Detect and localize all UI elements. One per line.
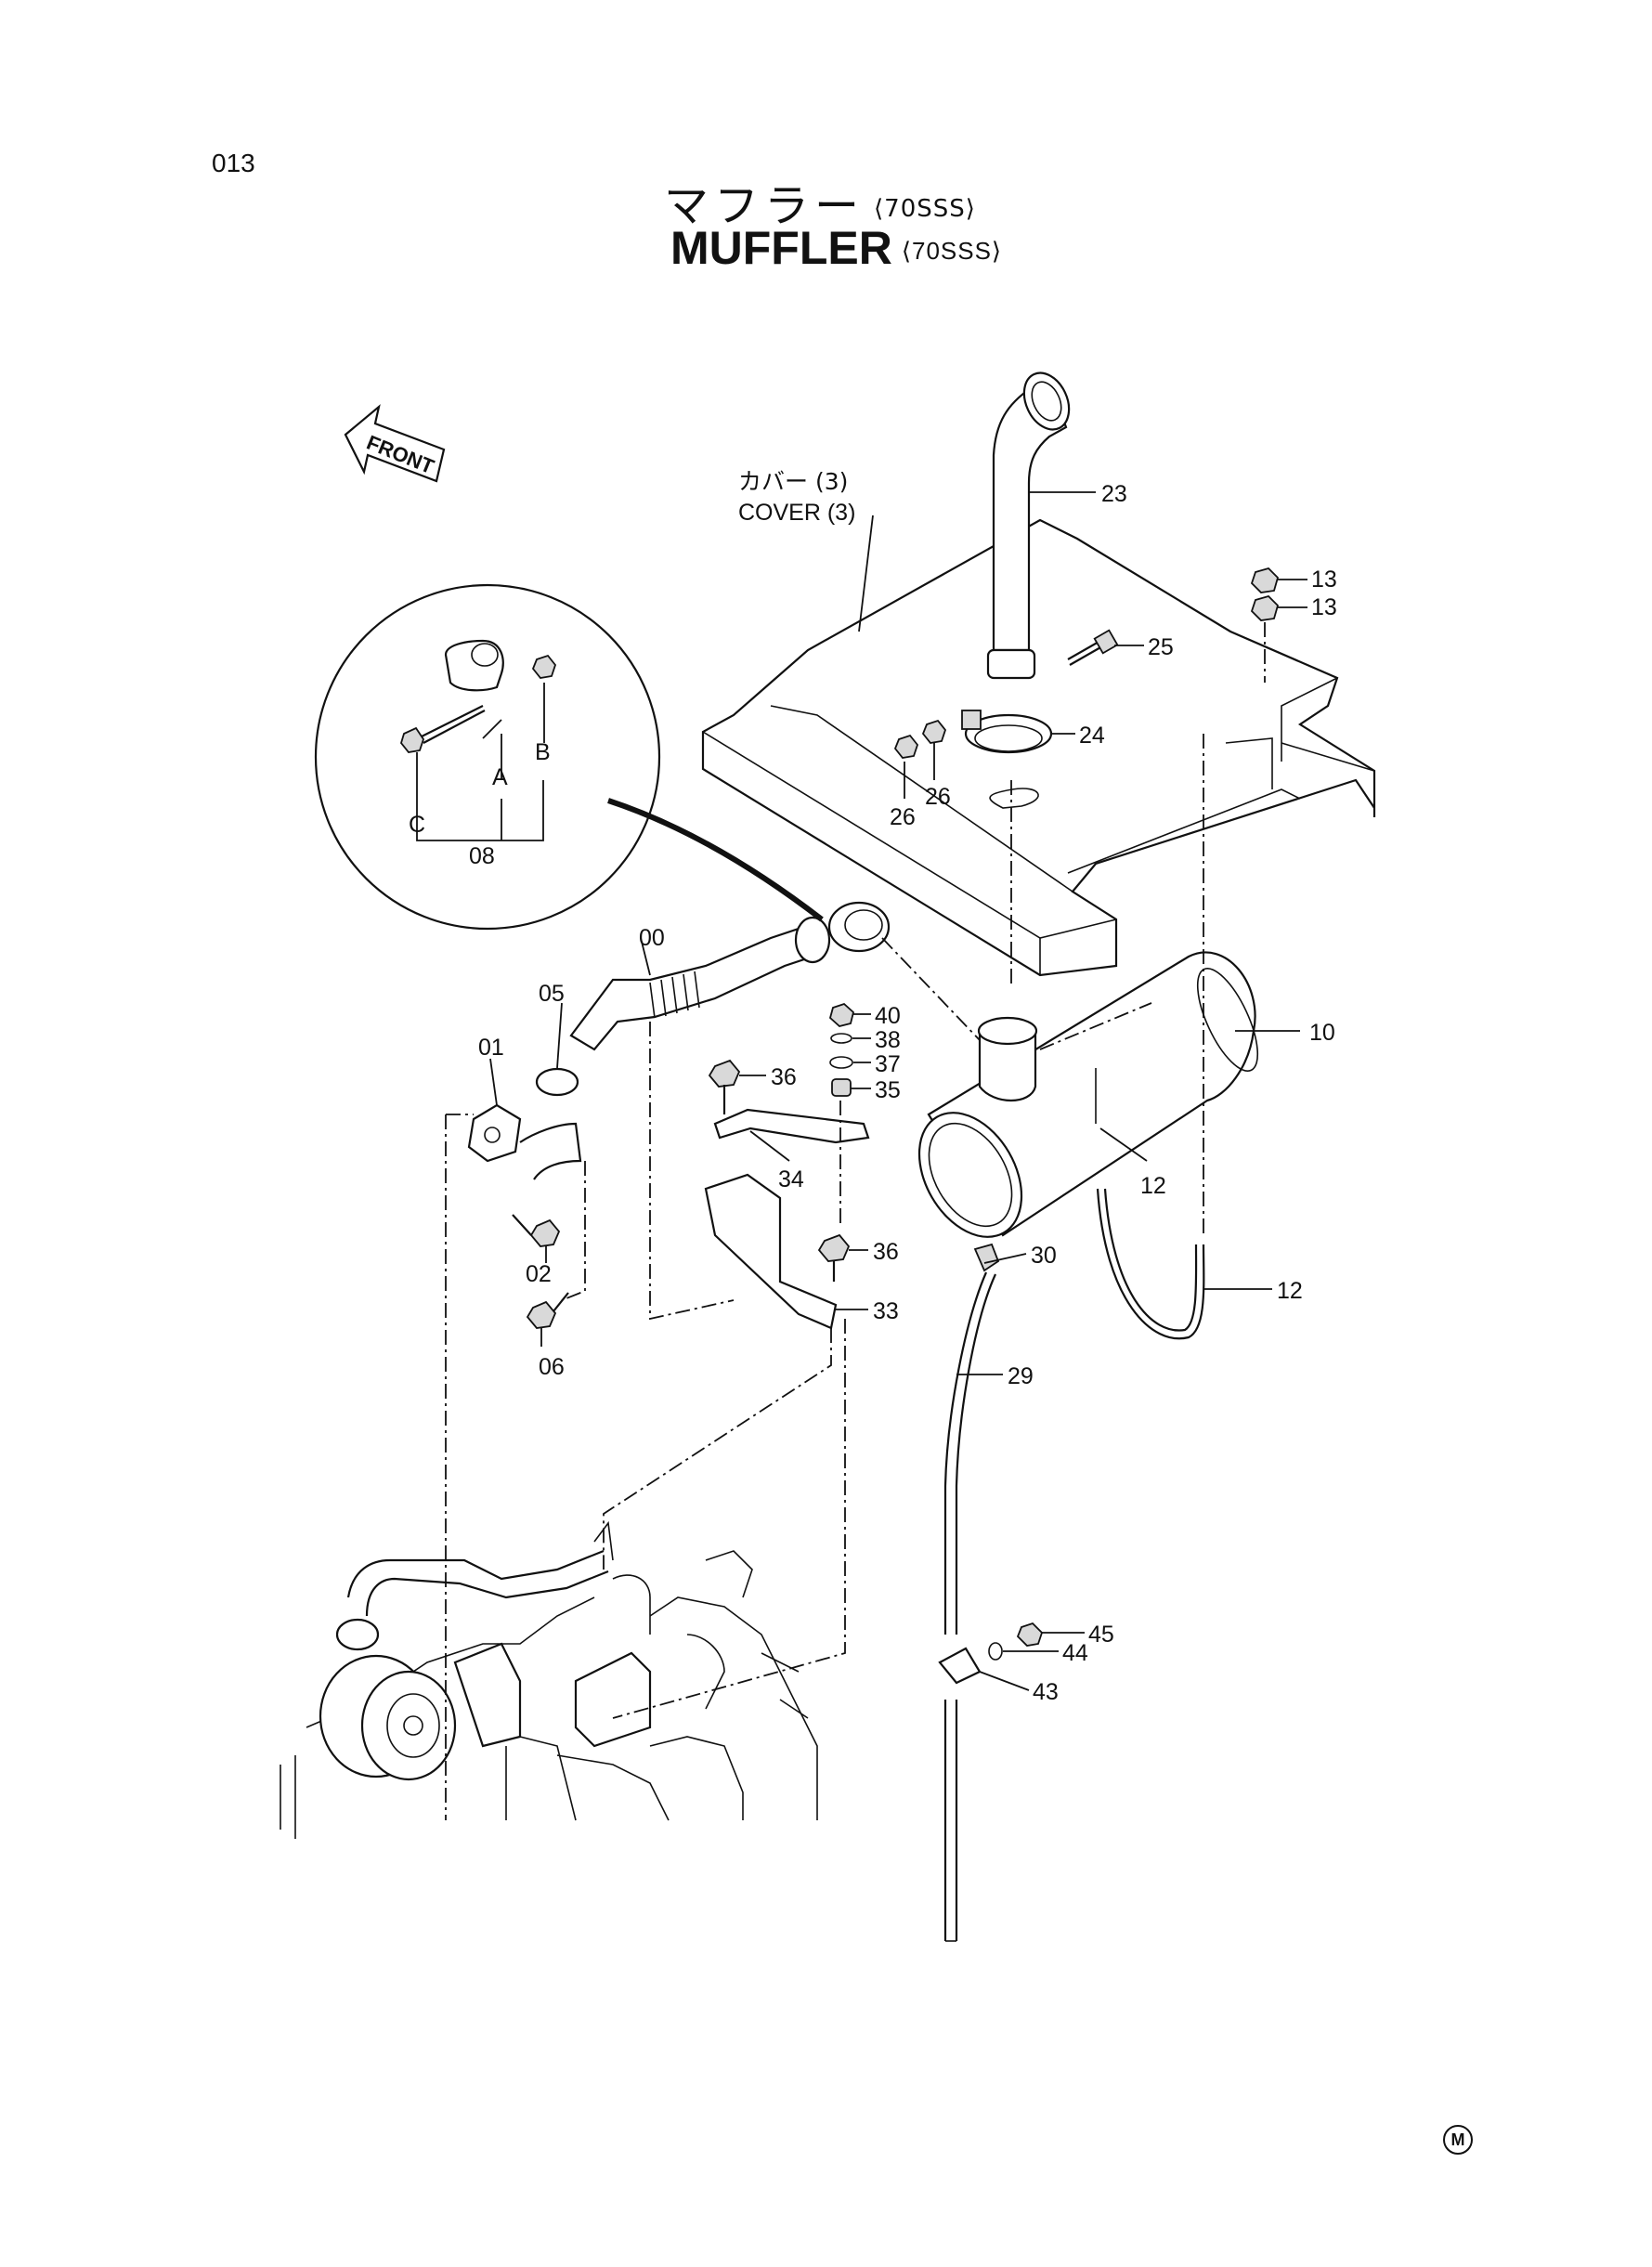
part-label-40: 40 [875, 1003, 901, 1029]
title-jp-text: マフラー [664, 180, 865, 232]
corner-mark: M [1443, 2125, 1473, 2155]
part-label-01: 01 [478, 1035, 504, 1061]
washer-37 [829, 1056, 853, 1069]
detail-letter-a: A [492, 764, 508, 790]
page-number: 013 [212, 149, 255, 177]
clamp-05 [535, 1067, 579, 1097]
part-label-36b: 36 [873, 1239, 899, 1265]
bolt-36a [708, 1059, 741, 1114]
engine-outline [280, 1520, 818, 1839]
front-arrow-icon: FRONT [344, 404, 446, 483]
bracket-33 [704, 1173, 838, 1330]
part-label-12b: 12 [1277, 1278, 1303, 1304]
part-label-26b: 26 [925, 784, 951, 810]
part-label-44: 44 [1062, 1640, 1088, 1666]
centerline-bracket [603, 1022, 841, 1570]
nut-45 [1016, 1622, 1044, 1647]
centerline-gasket [445, 1114, 474, 1820]
clamp-24 [961, 710, 1053, 754]
bolt-06 [526, 1292, 569, 1329]
washer-44 [988, 1642, 1003, 1661]
part-label-13b: 13 [1311, 594, 1337, 620]
muffler-body [917, 951, 1259, 1238]
part-label-29: 29 [1008, 1363, 1034, 1389]
title-en-text: MUFFLER [670, 222, 892, 274]
nut-26b [921, 719, 947, 744]
leader-lines [489, 491, 1307, 1691]
part-label-00: 00 [639, 925, 665, 951]
washer-38 [830, 1033, 852, 1044]
part-label-12a: 12 [1140, 1173, 1166, 1199]
title-japanese: マフラー ⟨70SSS⟩ [664, 169, 976, 234]
elbow-pipe [519, 1122, 582, 1180]
exhaust-pipe-00 [569, 901, 891, 1051]
centerline-bolt13 [1203, 622, 1266, 1235]
part-label-05: 05 [539, 981, 565, 1007]
elbow-30 [973, 1243, 1000, 1272]
flange-gasket-01 [467, 1103, 522, 1163]
title-jp-model: ⟨70SSS⟩ [874, 195, 976, 223]
title-en-model: ⟨70SSS⟩ [901, 237, 1003, 266]
part-label-38: 38 [875, 1027, 901, 1053]
drain-tube-29 [943, 1271, 988, 1635]
cover-label-en: COVER (3) [738, 500, 855, 526]
bolt-36b [817, 1233, 851, 1282]
part-label-36a: 36 [771, 1064, 797, 1090]
centerline-bolt02 [561, 1161, 586, 1301]
part-label-25: 25 [1148, 634, 1174, 660]
part-label-30: 30 [1031, 1243, 1057, 1269]
part-label-43: 43 [1033, 1679, 1059, 1705]
part-label-45: 45 [1088, 1622, 1114, 1648]
bolt-25 [1067, 629, 1119, 666]
u-bolt-12 [1095, 1068, 1205, 1340]
part-label-06: 06 [539, 1354, 565, 1380]
detail-letter-b: B [535, 739, 551, 765]
clip-43 [938, 1647, 982, 1685]
tail-pipe [986, 371, 1071, 680]
detail-letter-c: C [409, 812, 425, 838]
centerline-pipe-muffler [881, 937, 1152, 1050]
part-label-13a: 13 [1311, 567, 1337, 593]
bracket-34 [713, 1108, 870, 1144]
part-label-37: 37 [875, 1051, 901, 1077]
part-label-35: 35 [875, 1077, 901, 1103]
cover-label-jp: カバー (3) [738, 468, 848, 495]
nut-40 [828, 1002, 855, 1027]
part-label-34: 34 [778, 1166, 804, 1192]
part-label-26a: 26 [890, 804, 916, 830]
centerline-bracket-right [612, 1319, 846, 1719]
bolt-02 [512, 1214, 561, 1247]
part-label-08: 08 [469, 843, 495, 869]
part-label-24: 24 [1079, 723, 1105, 749]
part-label-33: 33 [873, 1298, 899, 1324]
spacer-35 [831, 1078, 852, 1097]
part-label-10: 10 [1309, 1020, 1335, 1046]
nut-13b [1250, 594, 1280, 621]
detail-circle-08 [314, 583, 824, 931]
nut-26a [893, 734, 919, 759]
nut-13a [1250, 567, 1280, 593]
part-label-23: 23 [1101, 481, 1127, 507]
title-english: MUFFLER ⟨70SSS⟩ [670, 221, 1002, 275]
part-label-02: 02 [526, 1261, 552, 1287]
